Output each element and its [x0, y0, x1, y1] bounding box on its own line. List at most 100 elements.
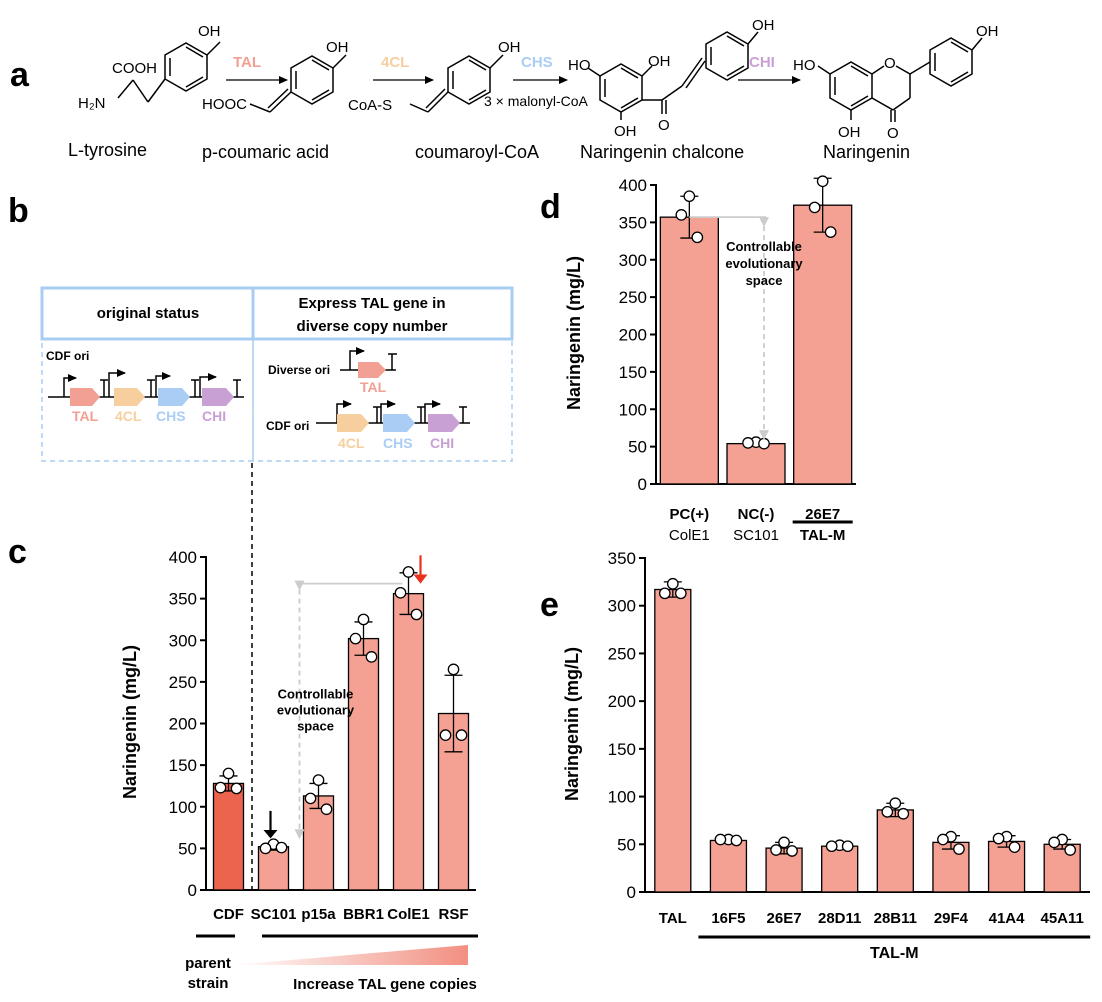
tyrosine-oh: OH [198, 23, 221, 40]
structure-p-coumaric [249, 54, 347, 113]
chart-c-point [304, 792, 317, 805]
panel-b: b original status Express TAL gene in di… [8, 192, 514, 462]
gene-label-chi-left: CHI [202, 408, 226, 424]
chart-c-cole1-arrowhead [413, 574, 428, 584]
chart-c-point [357, 613, 370, 626]
chart-e-bar [876, 809, 914, 893]
chart-e-ytick-label: 100 [608, 788, 636, 807]
chart-e-point [666, 577, 679, 590]
chart-c-ytick-label: 400 [169, 548, 197, 567]
chart-d-ytick-label: 50 [628, 438, 647, 457]
chart-e-bar [821, 845, 859, 893]
chalcone-oh-6: OH [614, 123, 637, 140]
chart-c-bar [347, 637, 380, 891]
chart-c-xtick-label: BBR1 [343, 906, 384, 923]
chart-c-point [455, 729, 468, 742]
copy-number-body [252, 338, 513, 462]
enzyme-chs: CHS [521, 54, 553, 71]
increase-copies-label: Increase TAL gene copies [293, 976, 477, 993]
coumaroyl-oh: OH [498, 39, 521, 56]
cdf-ori-label-right: CDF ori [266, 419, 309, 433]
structure-coumaroyl-coa [409, 54, 504, 113]
chart-e-ytick-label: 350 [608, 549, 636, 568]
naringenin-oh-5: OH [838, 124, 861, 141]
chart-d-xtick-sublabel: TAL-M [800, 527, 846, 544]
chart-e-xtick-label: TAL [659, 910, 687, 927]
panel-label-d: d [540, 188, 561, 226]
chart-e-point [674, 587, 687, 600]
parent-strain-label-2: strain [188, 975, 229, 992]
increase-gradient-wedge [232, 945, 468, 965]
chart-e-point [778, 836, 790, 849]
chart-c-xtick-label: p15a [301, 906, 336, 923]
chart-c-annotation: Controllable [278, 687, 354, 702]
gene-label-4cl-right: 4CL [338, 435, 365, 451]
chalcone-oh-4p: OH [752, 17, 775, 34]
gene-chs-right [383, 414, 415, 432]
chart-d-point [816, 175, 829, 188]
chart-c-point [402, 566, 415, 578]
chart-e-point [658, 587, 671, 600]
chart-e-bar [765, 847, 803, 893]
chart-e-point [1048, 836, 1061, 849]
compound-p-coumaric-acid: p-coumaric acid [202, 142, 329, 162]
chart-d-ytick-label: 400 [619, 176, 647, 195]
chart-d-ylabel: Naringenin (mg/L) [564, 256, 584, 410]
chart-c-point [394, 586, 407, 599]
gene-chi-left [202, 388, 234, 406]
chart-e-point [714, 833, 727, 846]
chart-e-point [897, 807, 910, 820]
gene-tal-diverse [358, 362, 386, 378]
panel-label-c: c [8, 533, 27, 571]
chart-e-ytick-label: 200 [608, 692, 636, 711]
chart-e-xtick-label: 28B11 [874, 910, 917, 927]
gene-4cl-right [337, 414, 369, 432]
chart-d-ytick-label: 150 [619, 363, 647, 382]
panel-a: a COOH OH H₂N L-tyrosine TAL [10, 17, 999, 162]
chart-c-point [259, 842, 272, 855]
gene-tal-left [70, 388, 100, 406]
naringenin-oh-4p: OH [976, 23, 999, 40]
gene-label-chi-right: CHI [430, 435, 454, 451]
compound-l-tyrosine: L-tyrosine [68, 140, 147, 160]
chart-e-xtick-label: 28D11 [818, 910, 861, 927]
chart-e-point [825, 840, 838, 853]
chart-c-xtick-label: SC101 [251, 906, 297, 923]
chart-d-point [683, 190, 696, 203]
coumaric-hooc: HOOC [202, 96, 247, 113]
chart-e-ylabel: Naringenin (mg/L) [562, 647, 582, 801]
chalcone-o: O [658, 117, 670, 134]
structure-l-tyrosine [117, 41, 221, 103]
chart-e-point [1064, 844, 1077, 856]
chart-e-bar [654, 588, 692, 893]
chart-d-ytick-label: 350 [619, 213, 647, 232]
copy-number-title-1: Express TAL gene in [299, 295, 446, 312]
chart-d-xtick-sublabel: SC101 [733, 527, 779, 544]
naringenin-keto-o: O [887, 125, 899, 142]
gene-chs-left [158, 388, 190, 406]
chart-c-point [230, 782, 243, 795]
chart-d-ytick-label: 100 [619, 400, 647, 419]
chart-e-ytick-label: 50 [617, 835, 636, 854]
parent-strain-label-1: parent [185, 955, 231, 972]
chart-c-ytick-label: 150 [169, 756, 197, 775]
chart-d-point [742, 437, 754, 449]
chart-e-xtick-label: 16F5 [711, 910, 745, 927]
chart-d-point [691, 231, 704, 244]
chart-e-point [889, 797, 902, 810]
chart-e-ytick-label: 250 [608, 644, 636, 663]
chart-c-point [365, 651, 378, 663]
chart-e-point [770, 844, 782, 856]
chart-c-xtick-label: CDF [213, 906, 244, 923]
chalcone-ho: HO [568, 57, 591, 74]
chart-c-point [312, 774, 325, 786]
chart-e-point [881, 805, 894, 818]
gene-label-chs-left: CHS [156, 408, 186, 424]
gene-label-chs-right: CHS [383, 435, 413, 451]
chart-e-xtick-label: 26E7 [767, 910, 802, 927]
compound-naringenin-chalcone: Naringenin chalcone [580, 142, 744, 162]
chart-d-ytick-label: 250 [619, 288, 647, 307]
naringenin-ho: HO [793, 57, 816, 74]
